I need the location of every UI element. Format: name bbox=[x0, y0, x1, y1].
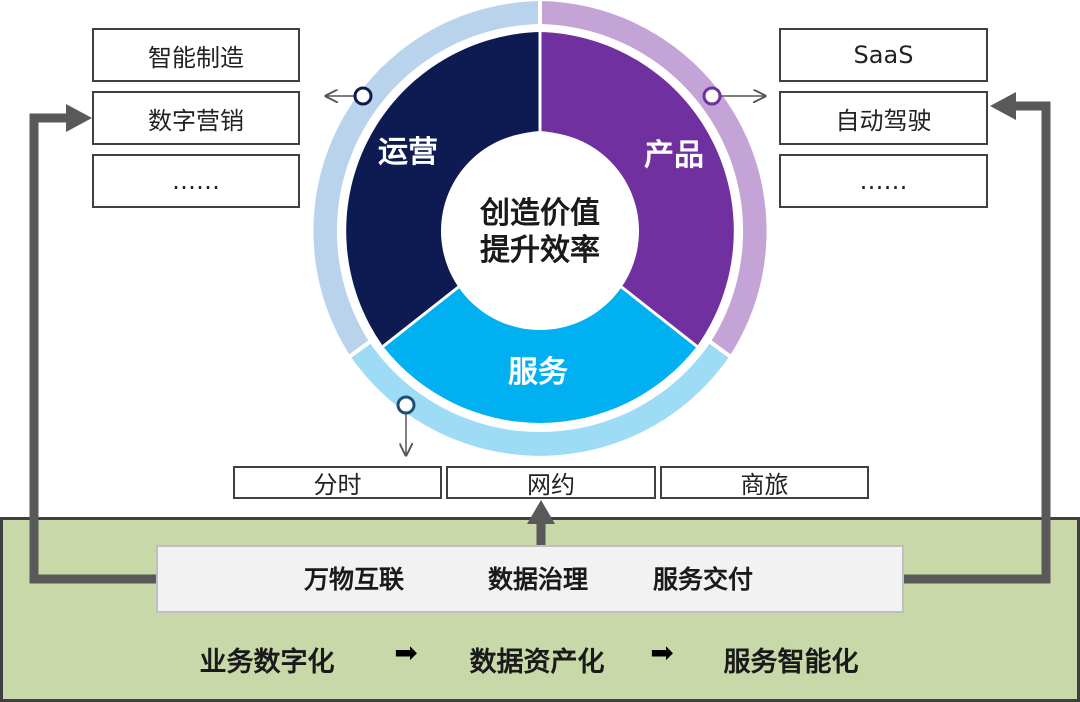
loop-arrowhead-right bbox=[990, 92, 1016, 120]
service-box-timeshare: 分时 bbox=[233, 466, 442, 499]
connector-service bbox=[396, 395, 416, 455]
tech-item-iot: 万物互联 bbox=[303, 565, 405, 594]
center-text-line2: 提升效率 bbox=[480, 233, 600, 268]
segment-label-service: 服务 bbox=[508, 355, 568, 390]
flow-step-data-assetization: 数据资产化 bbox=[469, 647, 605, 678]
segment-service bbox=[383, 285, 697, 423]
loop-connector-left bbox=[29, 113, 156, 584]
flow-step-business-digitization: 业务数字化 bbox=[199, 647, 335, 678]
operations-box-more: …… bbox=[92, 154, 300, 208]
operations-box-digital-marketing: 数字营销 bbox=[92, 91, 300, 145]
connector-product bbox=[702, 86, 765, 106]
technology-bar bbox=[156, 545, 904, 613]
product-box-autonomous-driving: 自动驾驶 bbox=[779, 91, 988, 145]
segment-product bbox=[540, 32, 734, 347]
center-text-line1: 创造价值 bbox=[480, 196, 600, 231]
ring-arc-service bbox=[350, 342, 730, 456]
segment-label-operations: 运营 bbox=[378, 135, 438, 170]
service-up-connector bbox=[527, 500, 555, 545]
flow-arrow-icon: ➡ bbox=[394, 636, 418, 669]
loop-connector-right bbox=[904, 101, 1051, 584]
flow-arrow-icon: ➡ bbox=[650, 636, 674, 669]
segment-operations bbox=[346, 32, 540, 347]
connector-operations bbox=[326, 86, 373, 106]
tech-item-data-governance: 数据治理 bbox=[487, 565, 589, 594]
segment-label-product: 产品 bbox=[644, 138, 704, 173]
tech-item-service-delivery: 服务交付 bbox=[652, 565, 754, 594]
service-box-ride-hailing: 网约 bbox=[446, 466, 656, 499]
operations-box-smart-manufacturing: 智能制造 bbox=[92, 28, 300, 82]
loop-arrowhead-left bbox=[66, 104, 92, 132]
service-box-business-travel: 商旅 bbox=[660, 466, 869, 499]
product-box-saas: SaaS bbox=[779, 28, 988, 82]
center-circle bbox=[441, 132, 639, 330]
flow-step-service-intelligence: 服务智能化 bbox=[723, 647, 859, 678]
product-box-more: …… bbox=[779, 154, 988, 208]
